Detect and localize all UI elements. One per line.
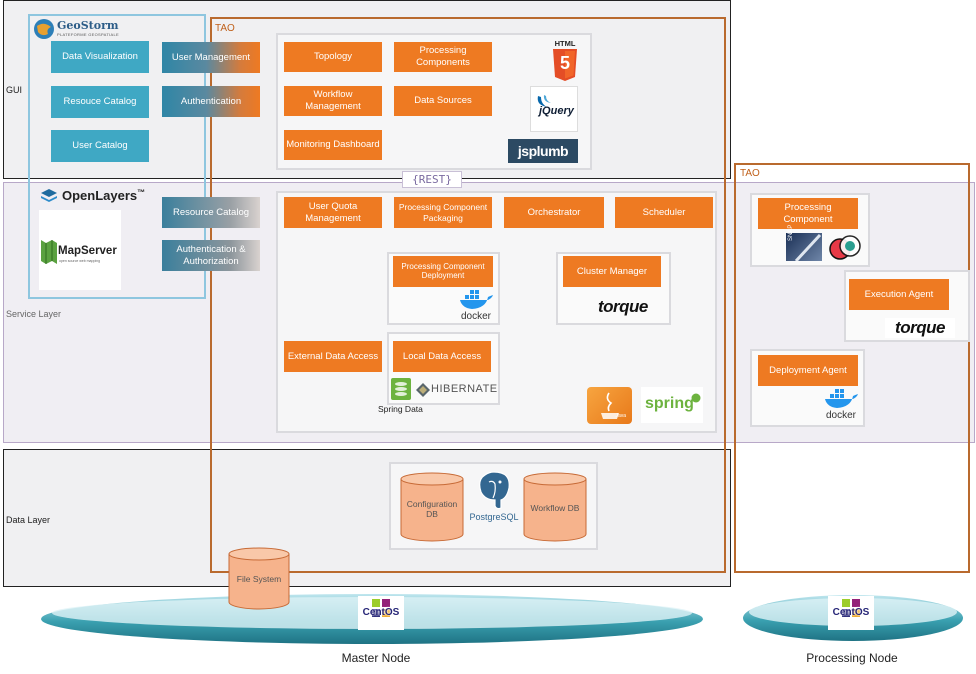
jsplumb-logo: jsplumb: [508, 139, 578, 163]
docker-label-processing: docker: [825, 410, 856, 421]
processing-components-box: Processing Components: [394, 42, 492, 72]
jquery-logo: jQuery: [530, 86, 578, 132]
mapserver-logo: MapServer open source web mapping: [39, 210, 121, 290]
java-logo: Java: [587, 387, 632, 424]
hibernate-icon: [416, 383, 430, 397]
cluster-manager-box: Cluster Manager: [563, 256, 661, 287]
topology-box: Topology: [284, 42, 382, 72]
snap-stripe-icon: [794, 233, 822, 261]
gui-layer-label: GUI: [6, 85, 23, 95]
user-management-box: User Management: [162, 42, 260, 73]
workflow-db: Workflow DB: [523, 472, 587, 542]
html5-label: HTML: [554, 39, 576, 48]
workflow-db-label: Workflow DB: [530, 502, 580, 513]
data-layer: [3, 449, 731, 587]
data-visualization-box: Data Visualization: [51, 41, 149, 73]
processing-component-box: Processing Component: [758, 198, 858, 229]
authentication-box: Authentication: [162, 86, 260, 117]
openlayers-tm: ™: [137, 188, 146, 197]
execution-agent-box: Execution Agent: [849, 279, 949, 310]
docker-whale-icon: [825, 389, 858, 408]
docker-logo-master: docker: [455, 290, 497, 322]
processing-node-label: Processing Node: [806, 651, 898, 665]
mapserver-label: MapServer: [58, 245, 117, 257]
centos-icon: [372, 599, 390, 617]
deployment-agent-box: Deployment Agent: [758, 355, 858, 386]
mapserver-sub: open source web mapping: [59, 259, 101, 263]
component-packaging-box: Processing Component Packaging: [394, 197, 492, 228]
geostorm-title: GeoStorm: [57, 19, 119, 32]
centos-logo-master: CentOS: [358, 596, 404, 630]
file-system-cylinder-icon: [228, 547, 290, 610]
centos-logo-processing: CentOS: [828, 596, 874, 630]
postgresql-elephant-icon: [479, 471, 510, 510]
orchestrator-box: Orchestrator: [504, 197, 604, 228]
file-system-label: File System: [236, 574, 282, 584]
html5-shield-icon: [553, 49, 577, 81]
spring-data-label: Spring Data: [378, 404, 423, 414]
centos-icon: [842, 599, 860, 617]
spring-label: spring: [645, 395, 694, 412]
data-layer-label: Data Layer: [6, 515, 51, 525]
spring-leaf-icon: [691, 393, 701, 403]
configuration-db: Configuration DB: [400, 472, 464, 542]
hibernate-logo: HIBERNATE: [416, 381, 498, 399]
centos-label-processing: CentOS: [832, 607, 870, 618]
file-system: File System: [228, 547, 290, 610]
rest-label: {REST}: [402, 171, 462, 188]
docker-label-master: docker: [460, 311, 491, 322]
data-sources-box: Data Sources: [394, 86, 492, 116]
resource-catalog-box: Resouce Catalog: [51, 86, 149, 118]
auth-authz-box: Authentication & Authorization: [162, 240, 260, 271]
tao-master-label: TAO: [215, 23, 235, 34]
monitoring-dashboard-box: Monitoring Dashboard: [284, 130, 382, 160]
configuration-db-cylinder-icon: [400, 472, 464, 542]
java-label: Java: [615, 413, 626, 419]
docker-whale-icon: [460, 290, 493, 309]
configuration-db-label: Configuration DB: [406, 498, 458, 519]
user-quota-box: User Quota Management: [284, 197, 382, 228]
service-resource-catalog-box: Resource Catalog: [162, 197, 260, 228]
database-stack-icon: [395, 382, 407, 396]
jsplumb-label: jsplumb: [517, 143, 569, 159]
torque-logo-processing: torque: [885, 318, 955, 338]
tao-processing-frame: [734, 163, 970, 573]
hibernate-label: HIBERNATE: [431, 383, 498, 395]
geostorm-frame: [28, 14, 206, 299]
openlayers-logo: OpenLayers™: [40, 187, 150, 207]
geostorm-subtitle: PLATEFORME GEOSPATIALE: [57, 32, 119, 37]
openlayers-stack-icon: [41, 189, 57, 202]
java-cup-icon: [601, 392, 619, 419]
geostorm-logo: GeoStorm PLATEFORME GEOSPATIALE: [33, 18, 143, 40]
postgresql-label: PostgreSQL: [469, 512, 519, 522]
spring-data-icon: [391, 378, 411, 400]
snap-logo: SNAP: [786, 225, 822, 261]
html5-logo: HTML 5: [551, 39, 579, 81]
component-deployment-box: Processing Component Deployment: [393, 256, 493, 287]
local-data-access-box: Local Data Access: [393, 341, 491, 372]
workflow-db-cylinder-icon: [523, 472, 587, 542]
tao-processing-label: TAO: [740, 168, 760, 179]
mapserver-map-icon: [41, 240, 57, 264]
esa-toolbox-icon: [829, 235, 861, 260]
torque-logo-master: torque: [598, 297, 648, 316]
tao-master-frame: [210, 17, 726, 573]
openlayers-label: OpenLayers™: [62, 188, 145, 203]
openlayers-text: OpenLayers: [62, 188, 138, 203]
centos-label-master: CentOS: [362, 607, 400, 618]
external-data-access-box: External Data Access: [284, 341, 382, 372]
workflow-management-box: Workflow Management: [284, 86, 382, 116]
jquery-label: jQuery: [539, 105, 574, 117]
postgresql-logo: PostgreSQL: [466, 470, 522, 530]
scheduler-box: Scheduler: [615, 197, 713, 228]
master-node-label: Master Node: [341, 651, 411, 665]
spring-logo: spring: [641, 387, 703, 423]
docker-logo-processing: docker: [819, 389, 863, 423]
html5-number: 5: [559, 53, 570, 73]
user-catalog-box: User Catalog: [51, 130, 149, 162]
service-layer-label: Service Layer: [6, 309, 62, 319]
jquery-swirl-icon: [537, 95, 551, 107]
geostorm-globe-icon: [34, 19, 54, 39]
